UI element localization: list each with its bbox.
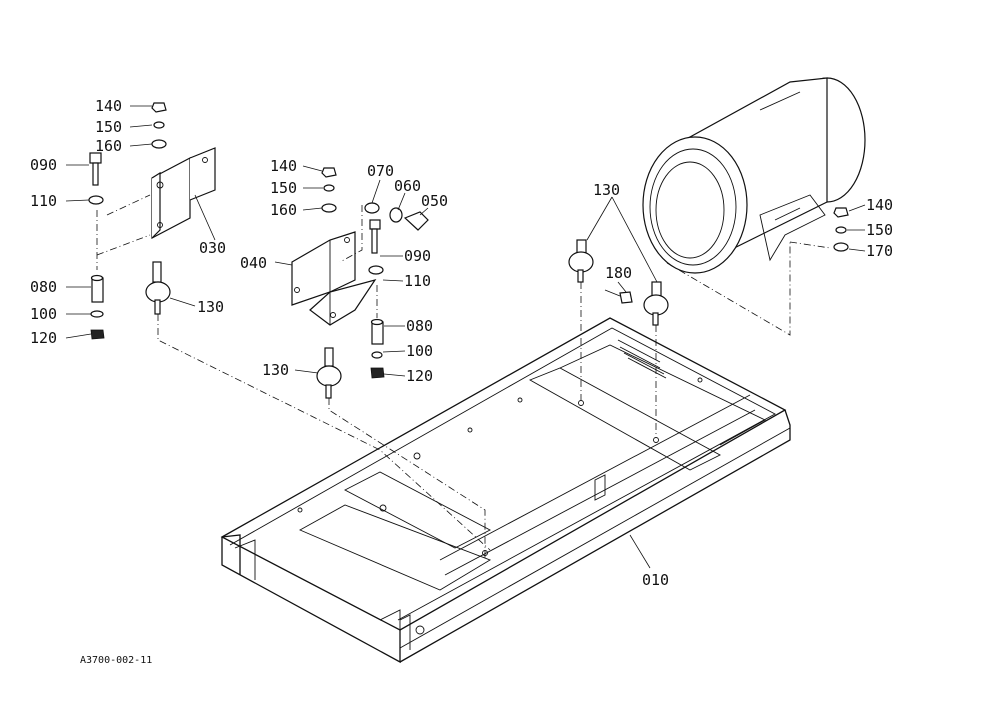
callout-090-left: 090	[30, 156, 57, 174]
muffler	[642, 77, 866, 274]
callout-120-left: 120	[30, 329, 57, 347]
callout-010: 010	[642, 571, 669, 589]
callout-labels: 140 150 160 090 110 030 080 100 120 130 …	[30, 97, 893, 666]
leader-lines	[65, 105, 866, 569]
callout-160-center: 160	[270, 201, 297, 219]
callout-140-right: 140	[866, 196, 893, 214]
callout-140-center: 140	[270, 157, 297, 175]
callout-060: 060	[394, 177, 421, 195]
drawing-id: A3700-002-11	[80, 655, 152, 666]
callout-130-center: 130	[262, 361, 289, 379]
bracket-030	[151, 147, 216, 241]
callout-160-left: 160	[95, 137, 122, 155]
callout-150-left: 150	[95, 118, 122, 136]
parts-center	[316, 167, 486, 560]
callout-080-left: 080	[30, 278, 57, 296]
callout-140-left: 140	[95, 97, 122, 115]
parts-right	[568, 207, 849, 435]
bracket-040	[274, 231, 377, 326]
callout-100-center: 100	[406, 342, 433, 360]
base-frame	[220, 317, 791, 664]
callout-050: 050	[421, 192, 448, 210]
callout-030: 030	[199, 239, 226, 257]
callout-080-center: 080	[406, 317, 433, 335]
callout-180: 180	[605, 264, 632, 282]
callout-040: 040	[240, 254, 267, 272]
callout-070: 070	[367, 162, 394, 180]
callout-150-right: 150	[866, 221, 893, 239]
callout-110-center: 110	[404, 272, 431, 290]
callout-120-center: 120	[406, 367, 433, 385]
callout-090-center: 090	[404, 247, 431, 265]
callout-100-left: 100	[30, 305, 57, 323]
callout-170: 170	[866, 242, 893, 260]
callout-150-center: 150	[270, 179, 297, 197]
callout-110-left: 110	[30, 192, 57, 210]
callout-130-left: 130	[197, 298, 224, 316]
callout-130-right: 130	[593, 181, 620, 199]
